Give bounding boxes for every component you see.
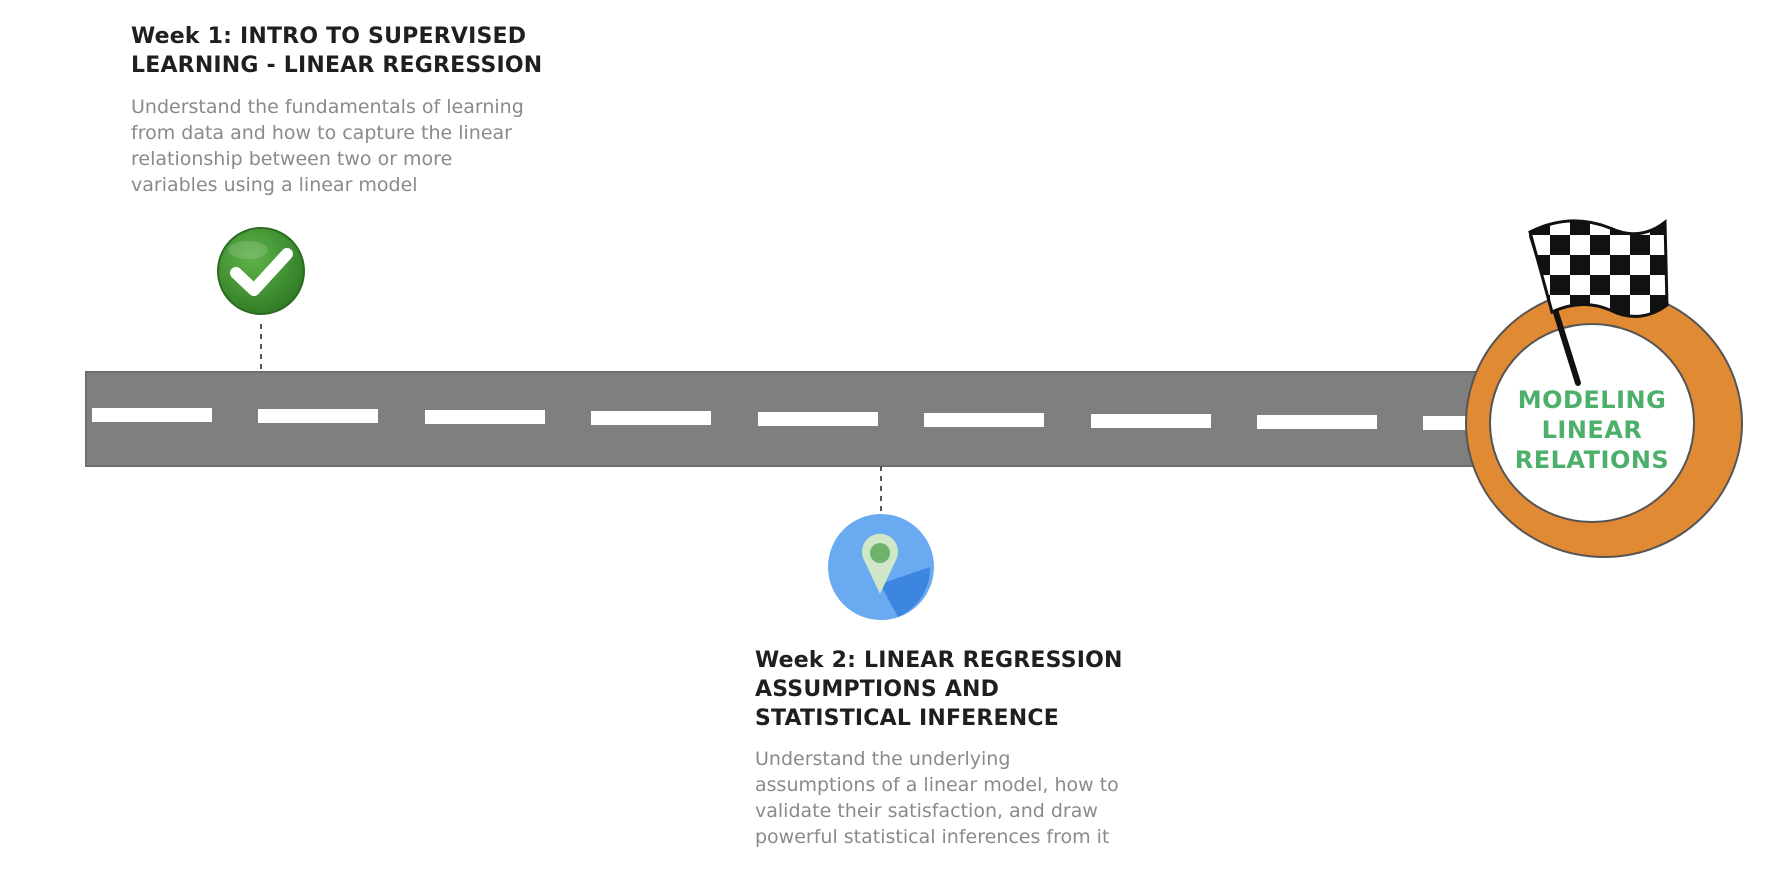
- lane-markings: [92, 408, 1503, 430]
- lane-dash: [758, 412, 878, 426]
- week2-desc-line: Understand the underlying: [755, 748, 1011, 770]
- lane-dash: [92, 408, 212, 422]
- location-pin-icon: [828, 514, 934, 620]
- week1-title-line: LEARNING - LINEAR REGRESSION: [131, 53, 543, 78]
- lane-dash: [591, 411, 711, 425]
- week2-title: Week 2: LINEAR REGRESSION ASSUMPTIONS AN…: [755, 646, 1175, 733]
- week2-title-line: ASSUMPTIONS AND: [755, 677, 1000, 702]
- finish-label: MODELING LINEAR RELATIONS: [1488, 385, 1696, 475]
- checkered-flag-icon: [1528, 218, 1669, 386]
- week2-title-line: STATISTICAL INFERENCE: [755, 706, 1059, 731]
- road: [85, 371, 1503, 467]
- lane-dash: [258, 409, 378, 423]
- lane-dash: [924, 413, 1044, 427]
- week1-desc-line: relationship between two or more: [131, 148, 453, 170]
- lane-dash: [425, 410, 545, 424]
- finish-label-line: LINEAR: [1541, 416, 1643, 444]
- lane-dash: [1091, 414, 1211, 428]
- week1-desc-line: Understand the fundamentals of learning: [131, 96, 524, 118]
- week2-desc-line: powerful statistical inferences from it: [755, 826, 1110, 848]
- check-icon: [217, 227, 305, 315]
- week2-desc-line: validate their satisfaction, and draw: [755, 800, 1098, 822]
- finish-label-line: RELATIONS: [1514, 446, 1670, 474]
- week1-title-line: Week 1: INTRO TO SUPERVISED: [131, 24, 527, 49]
- week1-description: Understand the fundamentals of learning …: [131, 94, 551, 198]
- week2-description: Understand the underlying assumptions of…: [755, 746, 1155, 850]
- week1-title: Week 1: INTRO TO SUPERVISED LEARNING - L…: [131, 22, 601, 80]
- finish-ring: [1465, 288, 1743, 558]
- week2-desc-line: assumptions of a linear model, how to: [755, 774, 1119, 796]
- finish-label-line: MODELING: [1517, 386, 1667, 414]
- week1-desc-line: from data and how to capture the linear: [131, 122, 512, 144]
- week2-title-line: Week 2: LINEAR REGRESSION: [755, 648, 1123, 673]
- lane-dash: [1257, 415, 1377, 429]
- week1-desc-line: variables using a linear model: [131, 174, 418, 196]
